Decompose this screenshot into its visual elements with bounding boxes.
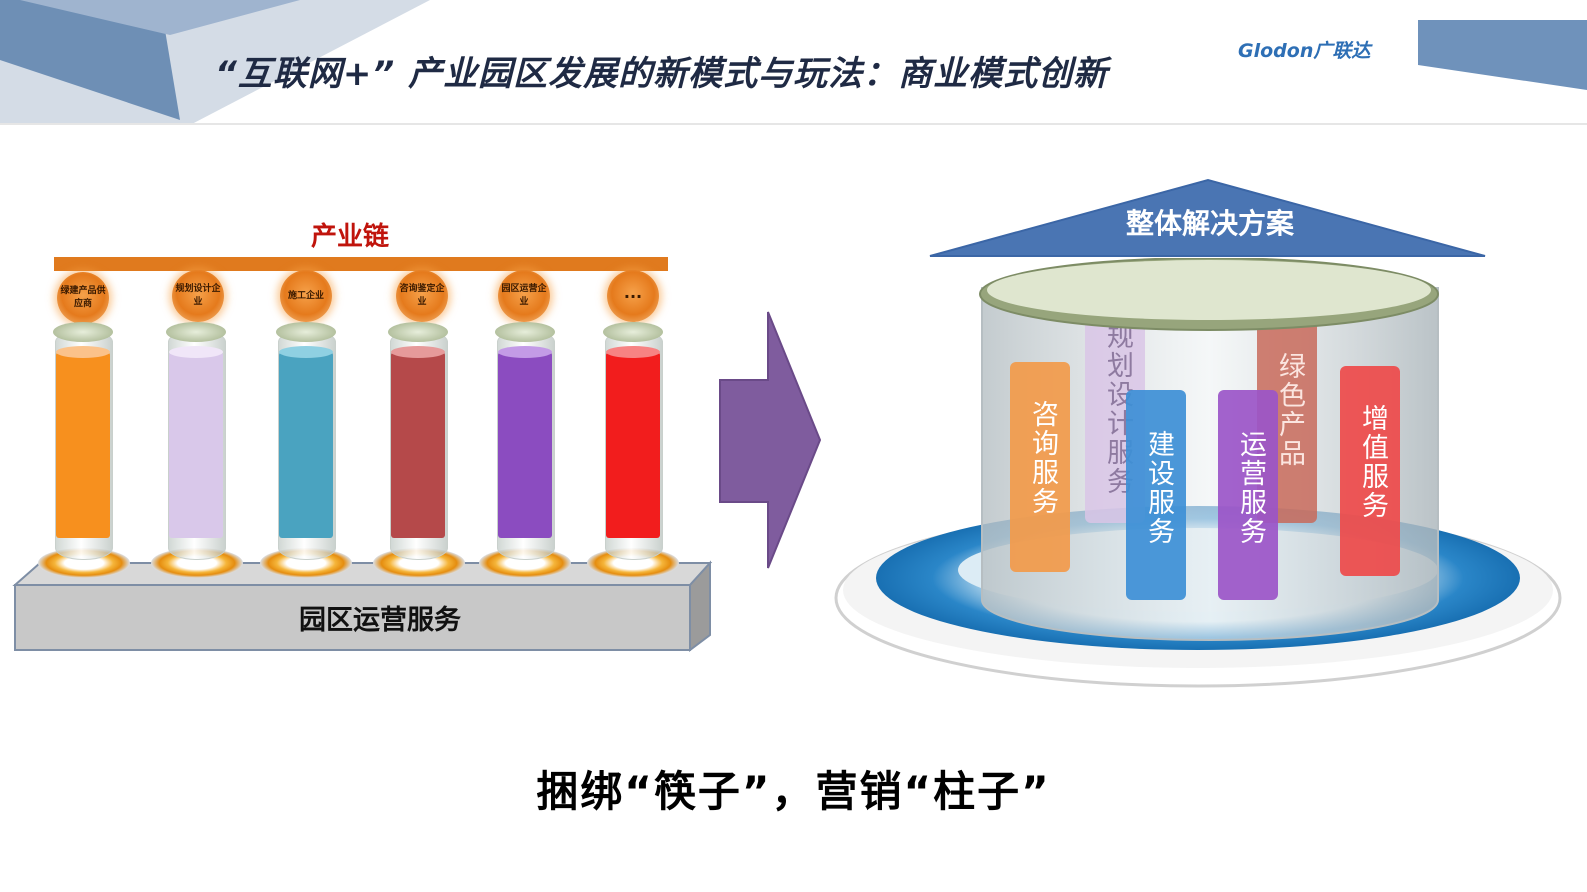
tube-liquid <box>498 352 552 538</box>
tube-cap <box>53 322 113 342</box>
industry-badge: 绿建产品供应商 <box>57 272 109 324</box>
cylinder-lid <box>979 258 1439 331</box>
industry-badge: 施工企业 <box>280 270 332 322</box>
solution-platform <box>834 178 1562 688</box>
industry-badge: 咨询鉴定企业 <box>396 270 448 322</box>
industry-badge: 园区运营企业 <box>498 270 550 322</box>
tube-liquid-top <box>279 346 333 358</box>
industry-badge: 规划设计企业 <box>172 270 224 322</box>
tube-cap <box>166 322 226 342</box>
industry-chain-bar <box>54 257 668 271</box>
tube-liquid <box>56 352 110 538</box>
tube-liquid-top <box>498 346 552 358</box>
tube-liquid-top <box>606 346 660 358</box>
pillar-label: 建设服务 <box>1143 430 1174 546</box>
tube-liquid <box>169 352 223 538</box>
tube-liquid <box>279 352 333 538</box>
page-title: “互联网+” 产业园区发展的新模式与玩法：商业模式创新 <box>215 54 1109 94</box>
header-decoration <box>0 0 1587 125</box>
tube-cap <box>388 322 448 342</box>
right-arrow-icon <box>719 311 822 569</box>
pillar-label: 运营服务 <box>1235 430 1266 546</box>
glodon-logo: Glodon广联达 <box>1238 40 1371 62</box>
tube-liquid-top <box>391 346 445 358</box>
tube-cap <box>276 322 336 342</box>
solution-roof-label: 整体解决方案 <box>1125 207 1294 240</box>
tube-cap <box>495 322 555 342</box>
tube-liquid <box>606 352 660 538</box>
tube-liquid-top <box>56 346 110 358</box>
pillar-label: 绿色产品 <box>1274 352 1305 468</box>
tube-cap <box>603 322 663 342</box>
pillar-label: 增值服务 <box>1357 404 1388 520</box>
park-operation-label: 园区运营服务 <box>299 605 461 636</box>
slogan: 捆绑“筷子”，营销“柱子” <box>536 767 1051 816</box>
industry-chain-label: 产业链 <box>310 222 389 252</box>
pillar-label: 咨询服务 <box>1027 400 1058 516</box>
tube-liquid-top <box>169 346 223 358</box>
tube-liquid <box>391 352 445 538</box>
industry-badge: ··· <box>607 270 659 322</box>
base-block <box>12 560 713 652</box>
